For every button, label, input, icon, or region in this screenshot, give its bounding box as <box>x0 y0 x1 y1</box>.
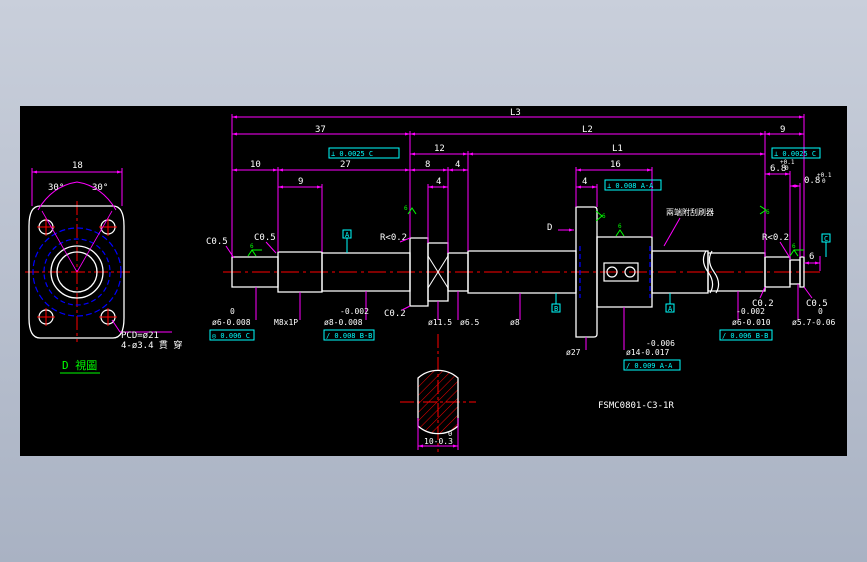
callouts: C0.5 C0.5 R<0.2 D 兩端附刮刷器 R<0.2 C0.2 C0.2… <box>206 207 828 319</box>
svg-text:R<0.2: R<0.2 <box>762 233 789 243</box>
svg-text:兩端附刮刷器: 兩端附刮刷器 <box>666 207 714 217</box>
svg-text:R<0.2: R<0.2 <box>380 233 407 243</box>
svg-text:⊥ 0.0025 C: ⊥ 0.0025 C <box>774 150 816 158</box>
svg-text:C0.5: C0.5 <box>206 237 228 247</box>
nut-bore-inner <box>56 251 98 293</box>
svg-text:/ 0.009 A-A: / 0.009 A-A <box>626 362 673 370</box>
svg-text:⊥ 0.008 A-A: ⊥ 0.008 A-A <box>607 182 654 190</box>
svg-text:27: 27 <box>340 160 351 170</box>
svg-text:ø27: ø27 <box>566 348 581 357</box>
svg-text:16: 16 <box>610 160 621 170</box>
svg-text:A: A <box>668 305 673 313</box>
svg-text:6.8: 6.8 <box>770 164 786 174</box>
svg-text:L3: L3 <box>510 108 521 118</box>
svg-text:⊥ 0.0025 C: ⊥ 0.0025 C <box>331 150 373 158</box>
svg-text:ø6-0.010: ø6-0.010 <box>732 318 771 327</box>
svg-text:-0.006: -0.006 <box>646 339 675 348</box>
pcd-circle <box>32 227 122 317</box>
svg-text:9: 9 <box>298 177 303 187</box>
svg-text:6: 6 <box>766 209 770 216</box>
svg-text:6: 6 <box>404 205 408 212</box>
svg-text:ø5.7-0.06: ø5.7-0.06 <box>792 318 836 327</box>
top-dimension-labels: L3 37 L2 9 12 L1 10 27 8 4 9 4 16 4 6.8 … <box>250 108 832 262</box>
side-view: 18 30° 30° PCD=ø21 4-ø3.4 貫 穿 D 視圖 <box>25 161 182 374</box>
svg-text:C0.5: C0.5 <box>806 299 828 309</box>
svg-text:C0.5: C0.5 <box>254 233 276 243</box>
flange-outline <box>28 205 125 339</box>
svg-text:L1: L1 <box>612 144 623 154</box>
svg-text:/ 0.006 B-B: / 0.006 B-B <box>722 332 768 340</box>
svg-text:ø6.5: ø6.5 <box>460 318 479 327</box>
nut-bore-outer <box>50 245 104 299</box>
svg-text:-0.002: -0.002 <box>736 307 765 316</box>
svg-text:0.8: 0.8 <box>804 176 820 186</box>
section-dim-label: 10-0.3 <box>424 437 453 446</box>
svg-text:6: 6 <box>250 243 254 250</box>
nut-bore-hidden <box>43 238 111 306</box>
svg-text:ø6-0.008: ø6-0.008 <box>212 318 251 327</box>
svg-text:0: 0 <box>230 307 235 316</box>
svg-text:M8x1P: M8x1P <box>274 318 298 327</box>
svg-text:ø8: ø8 <box>510 318 520 327</box>
svg-text:8: 8 <box>425 160 430 170</box>
angle-right-label: 30° <box>92 183 108 193</box>
svg-text:4: 4 <box>582 177 587 187</box>
svg-text:B: B <box>554 305 558 313</box>
tolerance-frames: ⊥ 0.0025 C ⊥ 0.008 A-A ⊥ 0.0025 C ◎ 0.00… <box>209 147 821 371</box>
svg-text:ø8-0.008: ø8-0.008 <box>324 318 363 327</box>
svg-text:37: 37 <box>315 125 326 135</box>
svg-text:+0.1: +0.1 <box>817 172 832 179</box>
svg-text:12: 12 <box>434 144 445 154</box>
svg-text:◎ 0.006 C: ◎ 0.006 C <box>212 332 250 340</box>
shaft-outline <box>231 206 805 338</box>
svg-text:C0.2: C0.2 <box>752 299 774 309</box>
svg-text:9: 9 <box>780 125 785 135</box>
svg-text:D: D <box>547 223 552 233</box>
angle-left-label: 30° <box>48 183 64 193</box>
dim-width-label: 18 <box>72 161 83 171</box>
top-dimensions <box>231 114 821 271</box>
svg-text:C0.2: C0.2 <box>384 309 406 319</box>
bottom-dim-leaders <box>255 284 799 350</box>
cad-drawing-canvas[interactable]: 18 30° 30° PCD=ø21 4-ø3.4 貫 穿 D 視圖 <box>20 106 847 456</box>
svg-text:6: 6 <box>792 243 796 250</box>
part-number: FSMC0801-C3-1R <box>598 401 674 411</box>
section-shape <box>417 369 459 435</box>
nut-ports <box>603 262 639 282</box>
mounting-hole-centers <box>37 218 117 326</box>
angle-arc <box>37 181 117 211</box>
svg-text:0: 0 <box>785 165 789 172</box>
svg-text:L2: L2 <box>582 125 593 135</box>
svg-text:0: 0 <box>818 307 823 316</box>
pcd-label: PCD=ø21 <box>121 331 159 341</box>
svg-text:10: 10 <box>250 160 261 170</box>
svg-text:0: 0 <box>448 430 452 438</box>
section-view: 0 10-0.3 <box>400 334 476 452</box>
holes-label: 4-ø3.4 貫 穿 <box>121 339 182 351</box>
svg-text:-0.002: -0.002 <box>340 307 369 316</box>
svg-text:0: 0 <box>822 178 826 185</box>
main-view: L3 37 L2 9 12 L1 10 27 8 4 9 4 16 4 6.8 … <box>206 108 836 371</box>
bottom-dimension-labels: 0 ø6-0.008 M8x1P -0.002 ø8-0.008 ø11.5 ø… <box>212 307 836 357</box>
side-view-title: D 視圖 <box>62 358 97 372</box>
svg-text:/ 0.008 B-B: / 0.008 B-B <box>326 332 372 340</box>
svg-text:ø14-0.017: ø14-0.017 <box>626 348 670 357</box>
svg-text:C: C <box>824 235 828 243</box>
surface-marks: 6 6 6 6 6 6 <box>247 205 804 257</box>
break-line <box>702 250 714 294</box>
svg-text:6: 6 <box>618 223 622 230</box>
svg-text:4: 4 <box>455 160 460 170</box>
svg-text:+0.1: +0.1 <box>780 159 795 166</box>
svg-text:ø11.5: ø11.5 <box>428 318 452 327</box>
svg-text:4: 4 <box>436 177 441 187</box>
svg-text:6: 6 <box>602 213 606 220</box>
svg-text:6: 6 <box>809 252 814 262</box>
svg-text:A: A <box>345 231 350 239</box>
